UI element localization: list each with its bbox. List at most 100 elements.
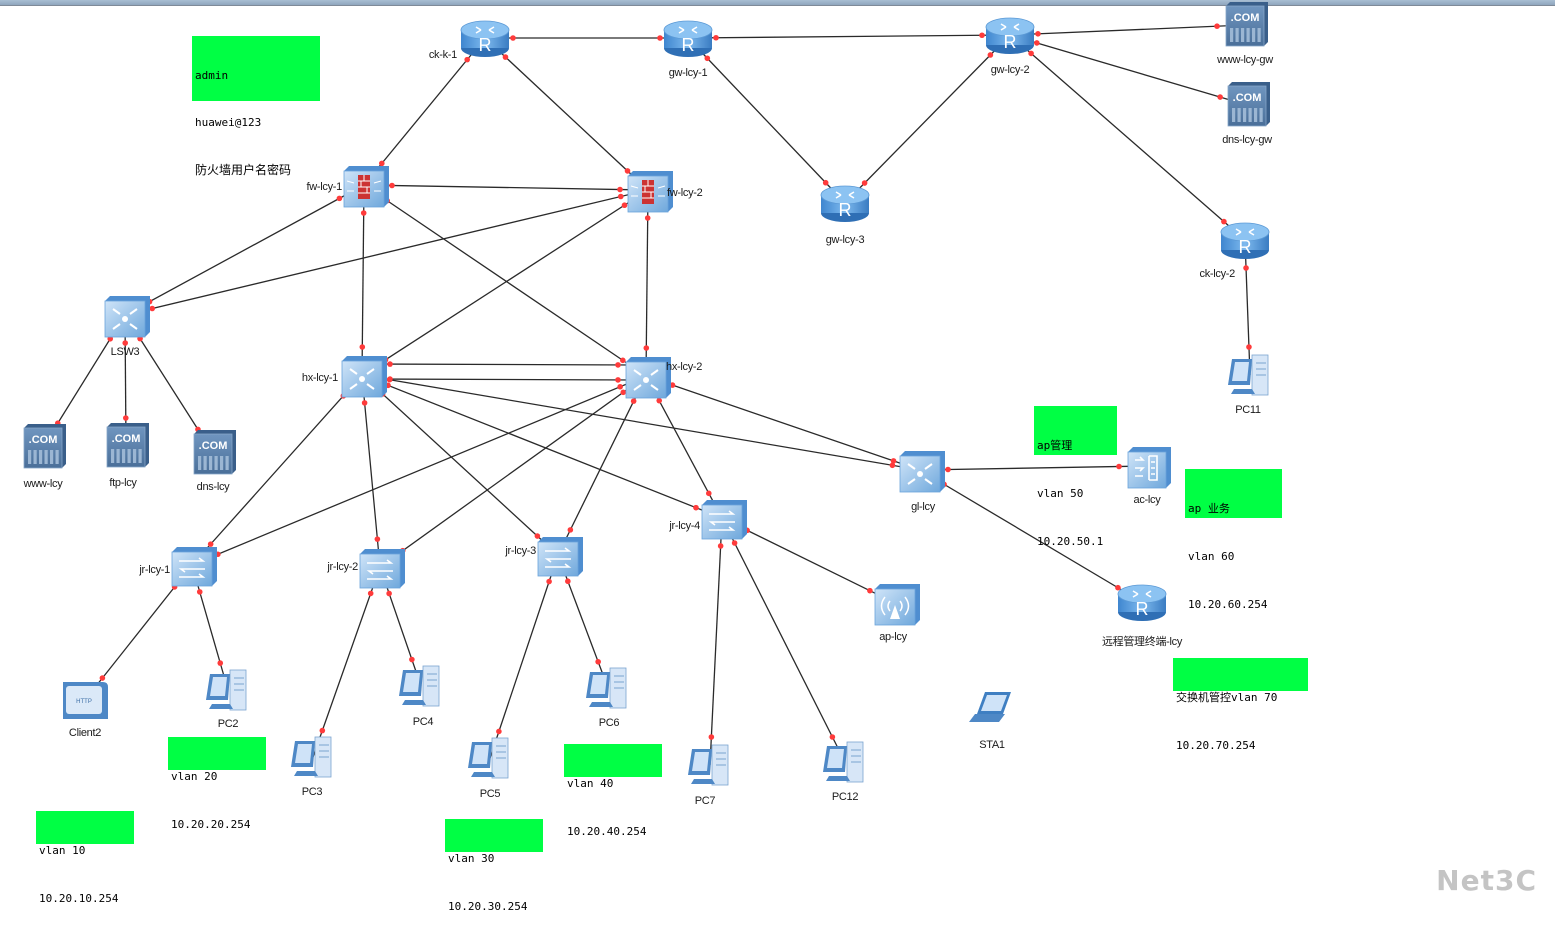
device-jr-lcy-3[interactable]: jr-lcy-3	[504, 537, 583, 577]
link-line[interactable]	[645, 375, 921, 471]
device-jr-lcy-4[interactable]: jr-lcy-4	[668, 500, 747, 540]
l2switch-icon[interactable]	[171, 547, 217, 587]
link-fw-lcy-1-fw-lcy-2[interactable]	[363, 182, 649, 193]
link-fw-lcy-1-LSW3[interactable]	[124, 184, 365, 316]
pc-icon[interactable]	[468, 737, 509, 779]
link-fw-lcy-2-LSW3[interactable]	[124, 189, 649, 316]
device-PC2[interactable]: PC2	[206, 669, 247, 730]
link-hx-lcy-1-jr-lcy-2[interactable]	[361, 374, 381, 568]
router-icon[interactable]: R	[460, 20, 510, 57]
device-PC7[interactable]: PC7	[688, 744, 729, 807]
link-jr-lcy-3-PC6[interactable]	[557, 554, 609, 689]
l3switch-icon[interactable]	[104, 296, 150, 338]
device-ap-lcy[interactable]: ap-lcy	[874, 584, 920, 643]
link-line[interactable]	[124, 184, 365, 316]
link-line[interactable]	[361, 374, 921, 471]
pc-icon[interactable]	[688, 744, 729, 786]
link-line[interactable]	[687, 34, 1011, 39]
link-line[interactable]	[645, 189, 649, 377]
pc-icon[interactable]	[823, 741, 864, 783]
link-hx-lcy-2-gl-lcy[interactable]	[645, 375, 921, 471]
link-gw-lcy-1-gw-lcy-2[interactable]	[687, 32, 1011, 41]
device-PC3[interactable]: PC3	[291, 736, 332, 798]
link-line[interactable]	[557, 375, 647, 556]
link-fw-lcy-1-hx-lcy-1[interactable]	[359, 184, 367, 376]
link-line[interactable]	[721, 517, 896, 604]
router-icon[interactable]: R	[1117, 584, 1167, 621]
link-line[interactable]	[1009, 24, 1246, 36]
device-hx-lcy-2[interactable]: hx-lcy-2	[625, 357, 703, 399]
device-jr-lcy-2[interactable]: jr-lcy-2	[326, 549, 405, 589]
pc-icon[interactable]	[399, 665, 440, 707]
link-hx-lcy-1-jr-lcy-3[interactable]	[361, 374, 559, 556]
router-icon[interactable]: R	[820, 185, 870, 222]
link-line[interactable]	[191, 374, 363, 566]
link-line[interactable]	[379, 375, 647, 568]
firewall-icon[interactable]	[343, 166, 389, 208]
l2switch-icon[interactable]	[359, 549, 405, 589]
link-line[interactable]	[1244, 239, 1251, 376]
link-line[interactable]	[844, 34, 1011, 204]
link-line[interactable]	[721, 517, 846, 763]
device-fw-lcy-2[interactable]: fw-lcy-2	[627, 171, 703, 213]
device-PC5[interactable]: PC5	[468, 737, 509, 800]
device-jr-lcy-1[interactable]: jr-lcy-1	[138, 547, 217, 587]
link-ck-lcy-2-PC11[interactable]	[1243, 239, 1252, 376]
router-icon[interactable]: R	[985, 17, 1035, 54]
link-line[interactable]	[919, 469, 1143, 603]
pc-icon[interactable]	[206, 669, 247, 711]
link-fw-lcy-1-hx-lcy-2[interactable]	[363, 184, 647, 377]
link-line[interactable]	[361, 374, 381, 568]
link-gw-lcy-1-gw-lcy-3[interactable]	[687, 37, 846, 204]
device-PC4[interactable]: PC4	[399, 665, 440, 728]
device-STA1[interactable]: STA1	[969, 692, 1011, 751]
link-line[interactable]	[484, 37, 649, 191]
device-ck-k-1[interactable]: Rck-k-1	[429, 20, 510, 61]
link-ck-k-1-gw-lcy-1[interactable]	[485, 35, 688, 41]
link-hx-lcy-1-gl-lcy[interactable]	[361, 374, 921, 471]
laptop-icon[interactable]	[969, 692, 1011, 722]
link-line[interactable]	[363, 184, 647, 377]
ap-icon[interactable]	[874, 584, 920, 626]
device-hx-lcy-1[interactable]: hx-lcy-1	[302, 356, 387, 398]
server-icon[interactable]: .COM	[1227, 82, 1270, 127]
device-PC6[interactable]: PC6	[586, 667, 627, 729]
link-ck-k-1-fw-lcy-1[interactable]	[363, 37, 486, 186]
l3switch-icon[interactable]	[899, 451, 945, 493]
server-icon[interactable]: .COM	[1225, 2, 1268, 47]
device-LSW3[interactable]: LSW3	[104, 296, 150, 358]
link-hx-lcy-1-hx-lcy-2[interactable]	[361, 361, 647, 368]
link-ck-k-1-fw-lcy-2[interactable]	[484, 37, 649, 191]
link-line[interactable]	[312, 566, 381, 758]
link-line[interactable]	[1009, 34, 1248, 106]
link-line[interactable]	[919, 465, 1148, 471]
link-gw-lcy-2-ck-lcy-2[interactable]	[1009, 34, 1246, 241]
router-icon[interactable]: R	[663, 20, 713, 57]
client-icon[interactable]: HTTP	[63, 682, 108, 719]
device-gw-lcy-1[interactable]: Rgw-lcy-1	[663, 20, 713, 79]
server-icon[interactable]: .COM	[106, 423, 149, 468]
device-PC11[interactable]: PC11	[1228, 354, 1269, 416]
device-gw-lcy-2[interactable]: Rgw-lcy-2	[985, 17, 1035, 76]
l2switch-icon[interactable]	[537, 537, 583, 577]
link-line[interactable]	[363, 184, 649, 191]
link-gl-lcy-ac-lcy[interactable]	[919, 463, 1148, 473]
link-hx-lcy-2-jr-lcy-1[interactable]	[191, 375, 647, 566]
link-line[interactable]	[361, 374, 559, 556]
link-fw-lcy-2-hx-lcy-2[interactable]	[643, 189, 651, 377]
firewall-icon[interactable]	[627, 171, 673, 213]
pc-icon[interactable]	[586, 667, 627, 709]
link-line[interactable]	[361, 378, 647, 381]
link-line[interactable]	[1009, 34, 1246, 241]
link-gw-lcy-2-dns-lcy-gw[interactable]	[1009, 34, 1248, 106]
link-line[interactable]	[191, 375, 647, 566]
l3switch-icon[interactable]	[625, 357, 671, 399]
device-ac-lcy[interactable]: ac-lcy	[1127, 447, 1171, 506]
link-hx-lcy-2-jr-lcy-3[interactable]	[557, 375, 647, 556]
